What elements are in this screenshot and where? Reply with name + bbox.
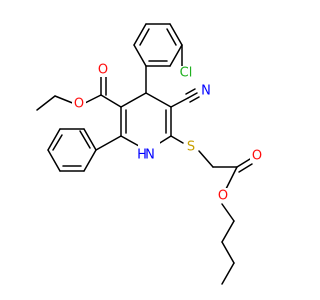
bond-clph-4 — [169, 23, 183, 46]
bond-ph-6 — [83, 149, 97, 172]
chemical-structure-diagram: O O Cl N H N S O O — [36, 23, 264, 285]
bond-ph-1b — [79, 130, 91, 149]
bond-carbonyl2-o-b — [238, 163, 253, 173]
bond-ph-3b — [52, 134, 63, 151]
bond-ph-3 — [47, 128, 61, 151]
bond-clph-2 — [133, 23, 147, 46]
bond-c5-cn — [170, 97, 189, 108]
atom-labels: O O Cl N H N S O O — [72, 63, 264, 204]
bond-c4-c5 — [145, 92, 172, 108]
bond-ch3-ch2 — [36, 95, 56, 111]
bond-clph-4b — [166, 28, 177, 46]
bond-o-butyl1 — [221, 203, 235, 222]
bond-cn-triple-b — [185, 88, 196, 95]
bond-butyl-1-2 — [221, 220, 235, 243]
bond-carbonyl2-o-a — [236, 158, 251, 168]
atom-ring-n: N — [145, 148, 155, 163]
bond-s-ch2 — [198, 150, 214, 168]
bonds — [36, 23, 253, 285]
atom-ester-o-double: O — [98, 63, 108, 78]
atom-cl: Cl — [180, 66, 193, 81]
bond-c2-phenyl — [95, 135, 122, 151]
atom-s: S — [187, 140, 195, 155]
bond-carbonyl-c3 — [100, 94, 122, 108]
bond-clph-2b — [139, 28, 150, 46]
bond-carbonyl2-o-single — [225, 166, 238, 190]
atom-butyl-o-single: O — [218, 189, 228, 204]
bond-ch2-o — [54, 95, 76, 105]
atom-ester-o-single: O — [74, 97, 84, 112]
bond-clph-1 — [133, 44, 147, 67]
bond-butyl-2-3 — [221, 241, 235, 264]
bond-ph-1 — [83, 128, 97, 151]
atom-n-cyano: N — [201, 84, 211, 99]
bond-c3-c4 — [120, 92, 147, 108]
bond-cn-triple-c — [189, 96, 200, 103]
bond-butyl-3-4 — [221, 262, 235, 285]
bond-cn-triple-a — [187, 92, 198, 99]
atom-butyl-o-double: O — [252, 149, 262, 164]
bond-clph-5 — [169, 44, 183, 67]
bond-c6-s — [170, 135, 184, 144]
bond-ph-4 — [47, 149, 61, 172]
atom-ring-nh-h: H — [137, 148, 147, 163]
bond-n1-c2 — [120, 135, 140, 147]
